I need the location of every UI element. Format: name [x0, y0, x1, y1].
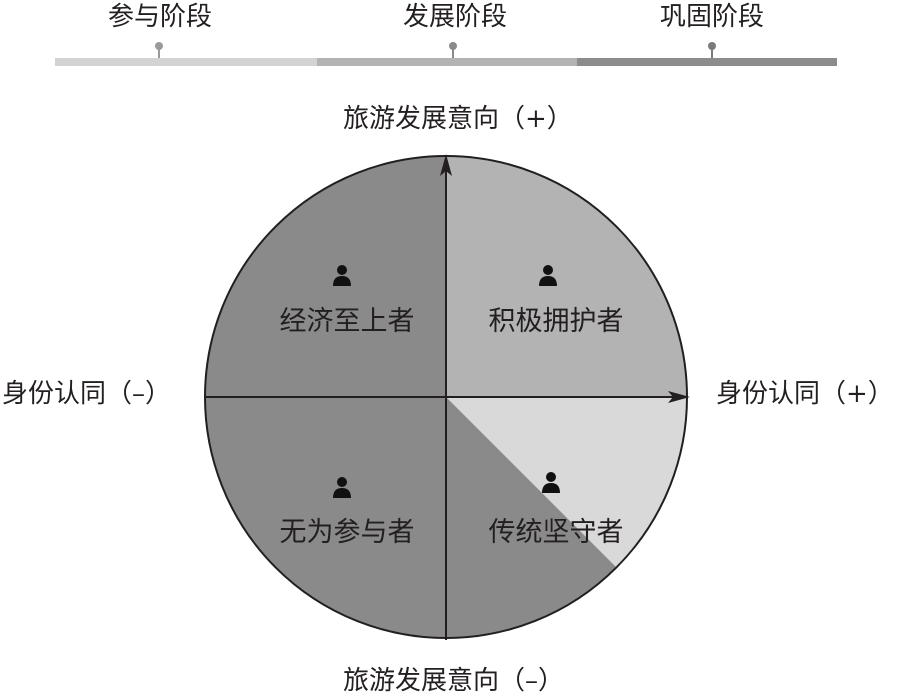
- stage-label-consolidation: 巩固阶段: [659, 2, 765, 32]
- vertical-arrow-head: [440, 154, 452, 176]
- quadrant-label-economy-first: 经济至上者: [279, 306, 415, 337]
- stage-marker-consolidation: [708, 42, 716, 58]
- person-icon: [333, 477, 351, 498]
- axis-label-tourism-positive: 旅游发展意向（+）: [343, 104, 573, 134]
- horizontal-arrow-head: [668, 391, 690, 403]
- quadrant-top-right: [446, 156, 687, 397]
- person-icon: [333, 265, 351, 286]
- axis-label-identity-negative: 身份认同（–）: [2, 379, 172, 409]
- quadrant-label-active-supporter: 积极拥护者: [488, 306, 624, 337]
- axis-label-identity-positive: 身份认同（+）: [716, 379, 894, 409]
- stage-bar-development: [317, 58, 577, 66]
- stage-label-participation: 参与阶段: [107, 2, 213, 32]
- person-icon: [539, 265, 557, 286]
- stage-bar-consolidation: [577, 58, 837, 66]
- stage-timeline: [55, 42, 837, 66]
- person-icon: [542, 472, 560, 493]
- axis-label-tourism-negative: 旅游发展意向（–）: [343, 666, 565, 696]
- quadrant-top-left: [205, 156, 446, 397]
- quadrant-label-tradition-keeper: 传统坚守者: [488, 517, 624, 548]
- stage-bar-participation: [55, 58, 317, 66]
- stage-marker-development: [449, 42, 457, 58]
- stage-marker-participation: [155, 42, 163, 58]
- quadrant-label-passive-participant: 无为参与者: [279, 517, 415, 548]
- stage-label-development: 发展阶段: [402, 2, 508, 32]
- axes: [205, 154, 690, 640]
